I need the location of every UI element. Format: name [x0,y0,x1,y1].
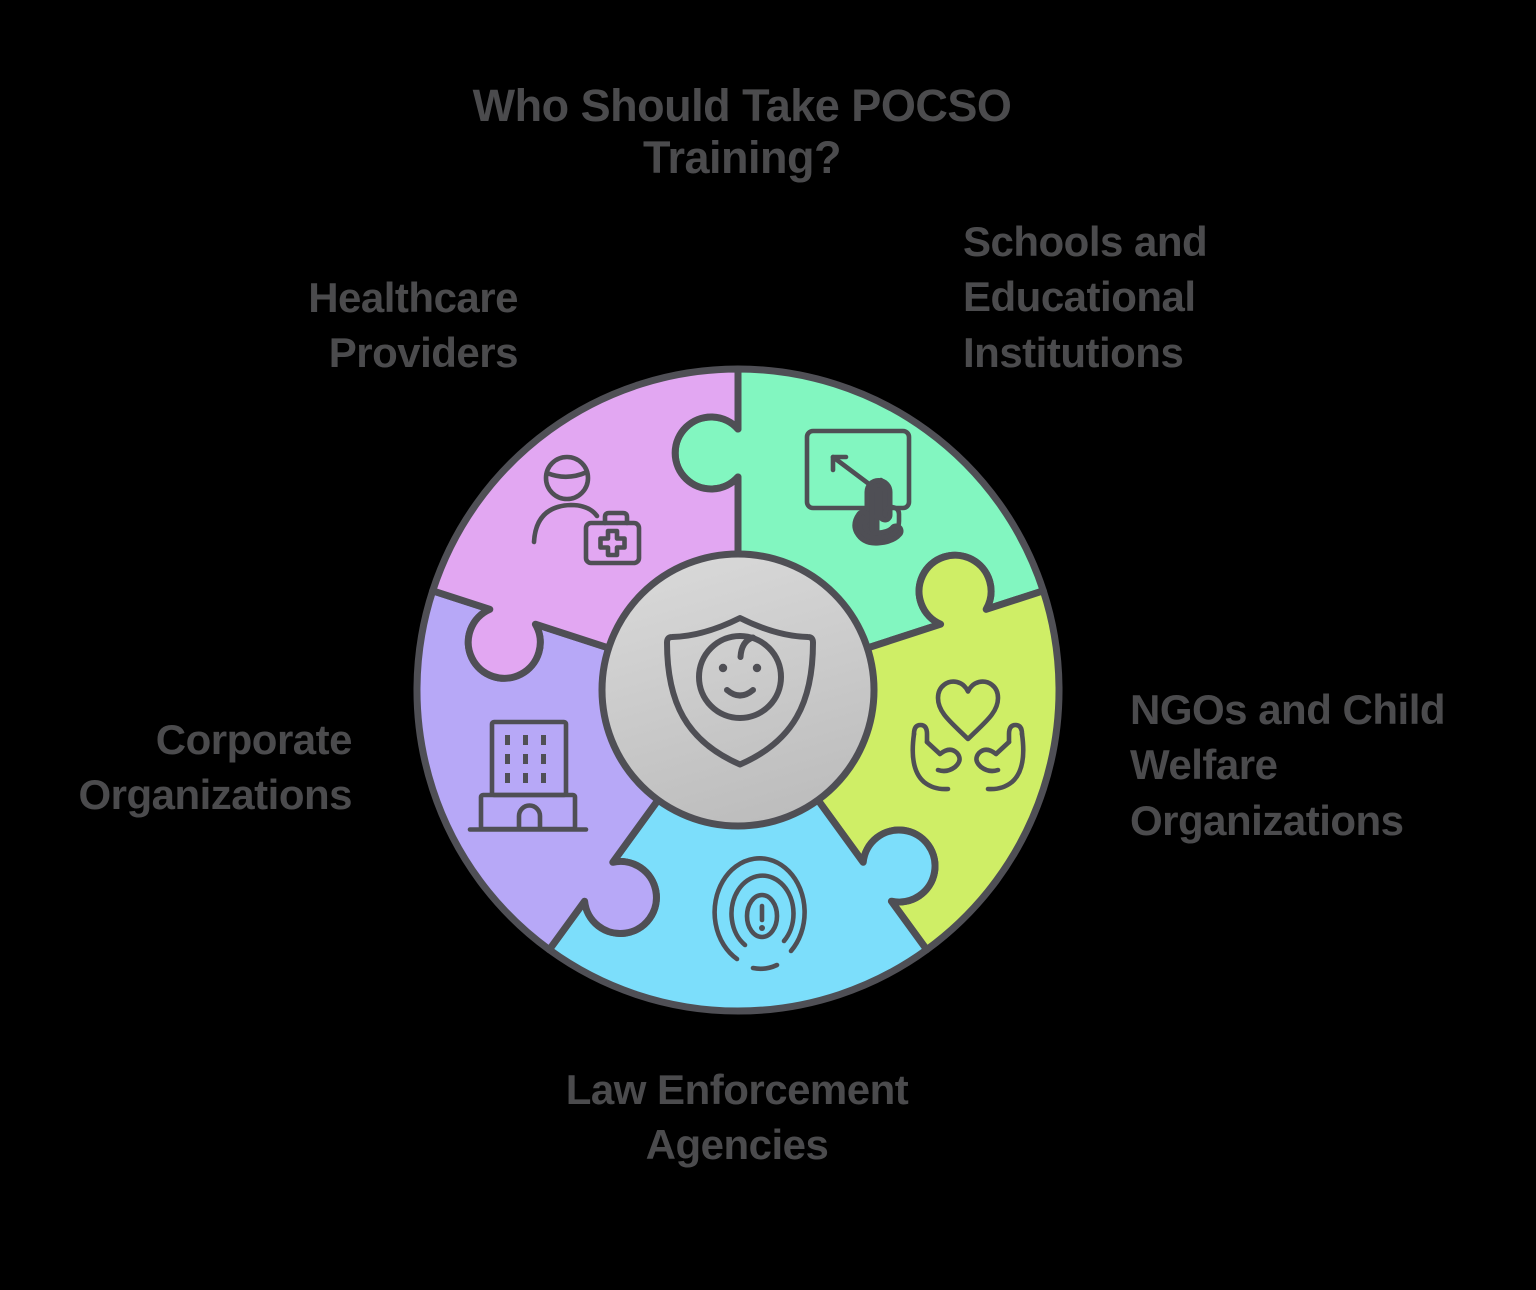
shield-child-icon [664,615,816,768]
page-title: Who Should Take POCSO Training? [472,80,1012,183]
doctor-first-aid-icon [531,454,642,566]
building-icon [467,719,589,832]
segment-label-healthcare: Healthcare Providers [308,274,518,377]
fingerprint-icon [712,856,807,971]
center-badge [598,550,878,830]
hands-heart-icon [910,679,1026,792]
segment-label-corporate: Corporate Organizations [78,716,352,819]
segment-label-ngos: NGOs and Child Welfare Organizations [1130,686,1446,844]
segment-label-law: Law Enforcement Agencies [565,1066,909,1169]
screen-touch-icon [804,428,912,546]
segment-label-schools: Schools and Educational Institutions [963,218,1208,376]
